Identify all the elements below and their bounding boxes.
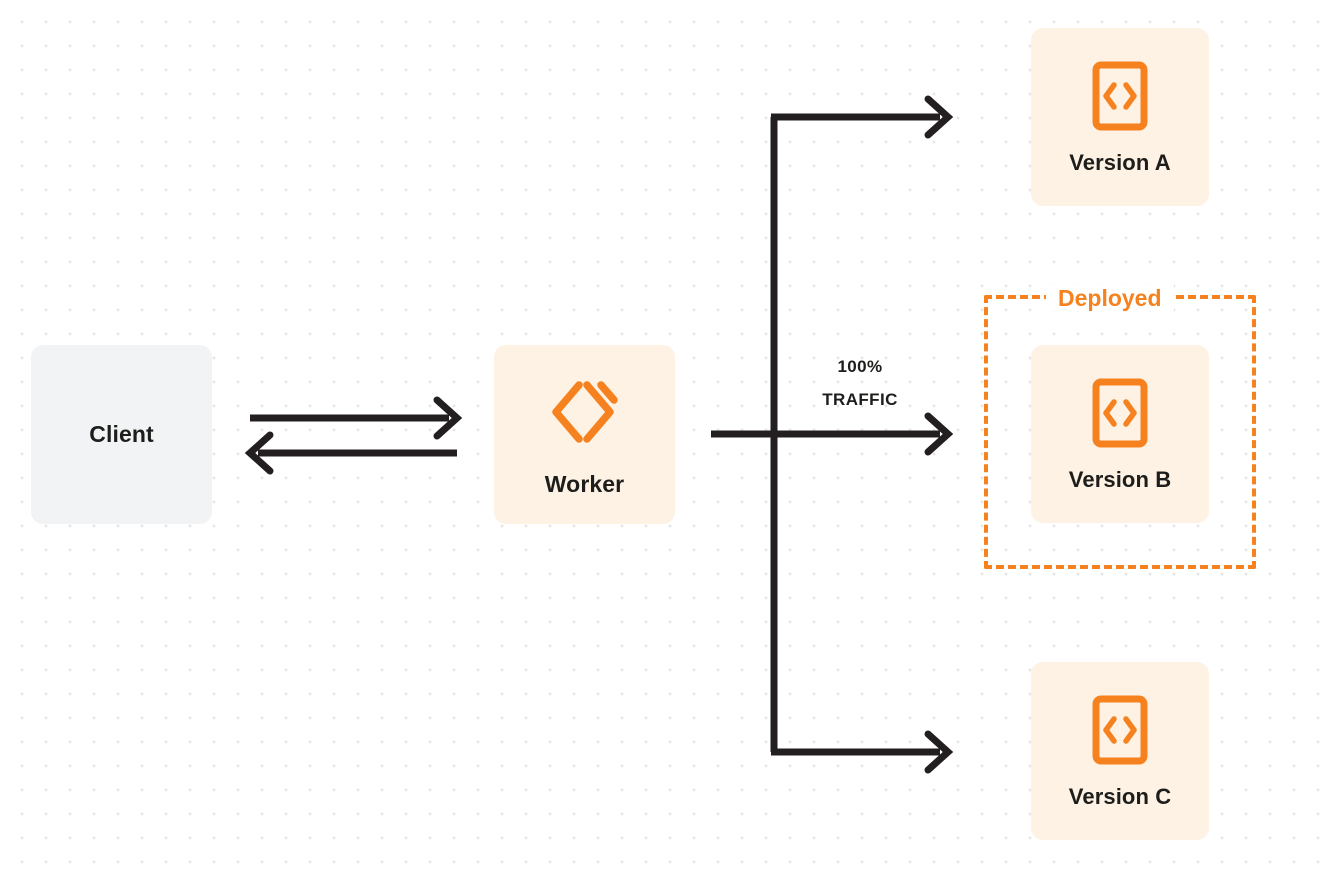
traffic-percent: 100% [837,357,883,376]
deployed-group-label: Deployed [1046,285,1174,311]
node-version-c[interactable]: Version C [1031,662,1209,840]
edge-worker-to-version-a [771,95,954,139]
traffic-unit: TRAFFIC [822,390,898,409]
code-file-icon [1091,60,1149,132]
edge-worker-to-version-b [711,412,954,456]
version-c-label: Version C [1068,784,1172,809]
version-a-label: Version A [1069,150,1171,175]
code-file-icon [1091,377,1149,449]
cloudflare-workers-icon [546,373,624,451]
edge-worker-to-client [244,431,457,475]
client-label: Client [89,421,154,447]
edge-client-to-worker [250,396,463,440]
worker-label: Worker [544,471,625,497]
node-worker[interactable]: Worker [494,345,675,524]
edge-worker-to-version-c [771,730,954,774]
node-client[interactable]: Client [31,345,212,524]
traffic-share-label: 100% TRAFFIC [789,350,931,416]
version-b-label: Version B [1068,467,1172,492]
node-version-a[interactable]: Version A [1031,28,1209,206]
node-version-b[interactable]: Version B [1031,345,1209,523]
code-file-icon [1091,694,1149,766]
